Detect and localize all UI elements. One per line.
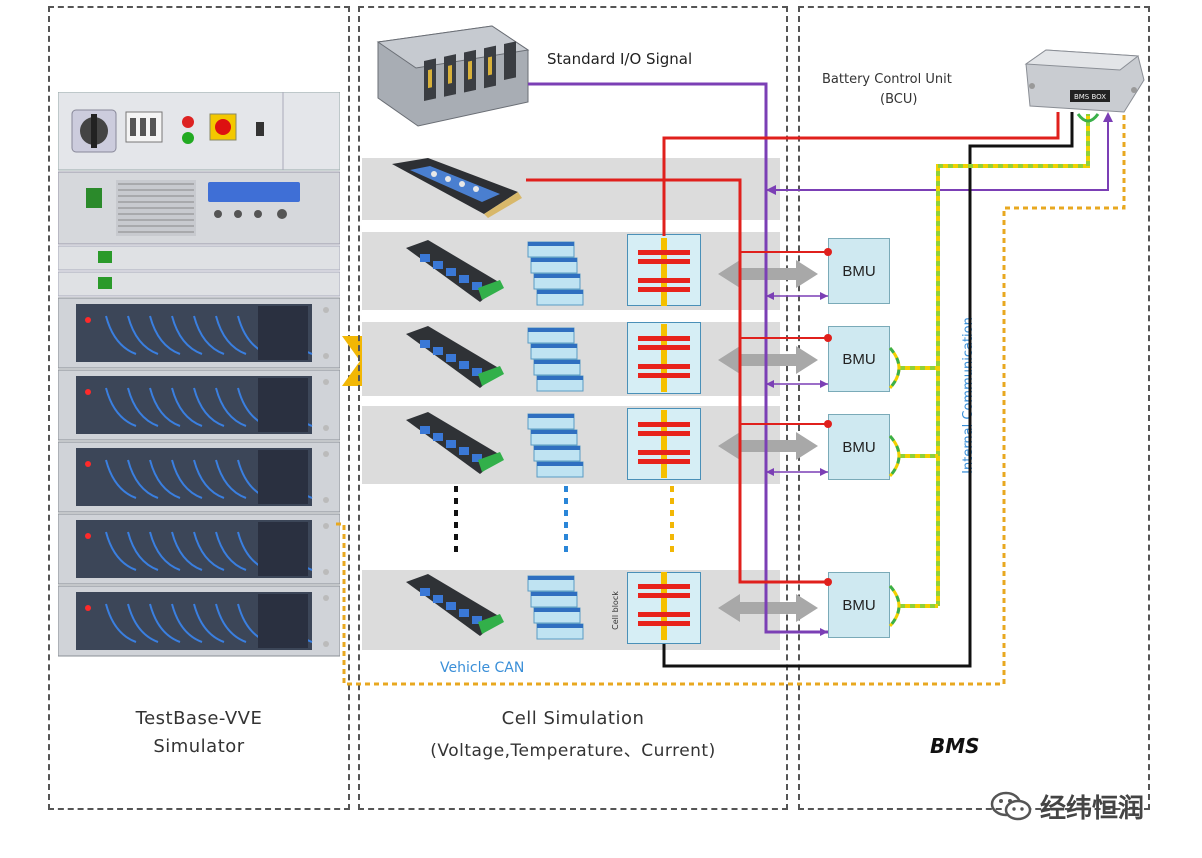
bmu-unit-2: BMU <box>828 326 890 392</box>
cell-simulation-title-line1: Cell Simulation <box>501 708 645 729</box>
standard-io-signal-label: Standard I/O Signal <box>547 50 693 68</box>
simulator-title-line1: TestBase-VVE <box>135 708 263 729</box>
cell-row-band-3 <box>362 406 780 484</box>
cell-block-1 <box>627 234 701 306</box>
io-board-image <box>392 158 522 218</box>
cell-block-3 <box>627 408 701 480</box>
io-chassis-image <box>376 25 530 127</box>
cell-row-band-2 <box>362 322 780 396</box>
watermark-text: 经纬恒润 <box>1040 794 1145 824</box>
bcu-device-text: BMS BOX <box>1074 93 1106 101</box>
cell-row-band-4 <box>362 570 780 650</box>
bcu-label-line1: Battery Control Unit <box>822 72 952 87</box>
simulator-title-line2: Simulator <box>153 736 245 757</box>
wechat-logo-icon <box>990 791 1032 821</box>
cell-block-4 <box>627 572 701 644</box>
vehicle-can-label: Vehicle CAN <box>440 660 525 676</box>
cell-block-label: Cell block <box>610 591 620 630</box>
internal-communication-label: Internal Communication <box>960 317 976 474</box>
bms-title: BMS <box>930 734 980 758</box>
bmu-unit-3: BMU <box>828 414 890 480</box>
bmu-label-4: BMU <box>842 596 876 614</box>
bcu-label-line2: (BCU) <box>880 92 918 107</box>
cell-simulation-title-line2: (Voltage,Temperature、Current) <box>430 741 716 761</box>
cell-block-2 <box>627 322 701 394</box>
bmu-label-3: BMU <box>842 438 876 456</box>
bmu-unit-1: BMU <box>828 238 890 304</box>
testbase-rack-image <box>58 92 340 657</box>
bmu-unit-4: BMU <box>828 572 890 638</box>
bmu-label-1: BMU <box>842 262 876 280</box>
cell-row-band-1 <box>362 232 780 310</box>
bmu-label-2: BMU <box>842 350 876 368</box>
bcu-device-image: BMS BOX <box>1024 49 1145 113</box>
